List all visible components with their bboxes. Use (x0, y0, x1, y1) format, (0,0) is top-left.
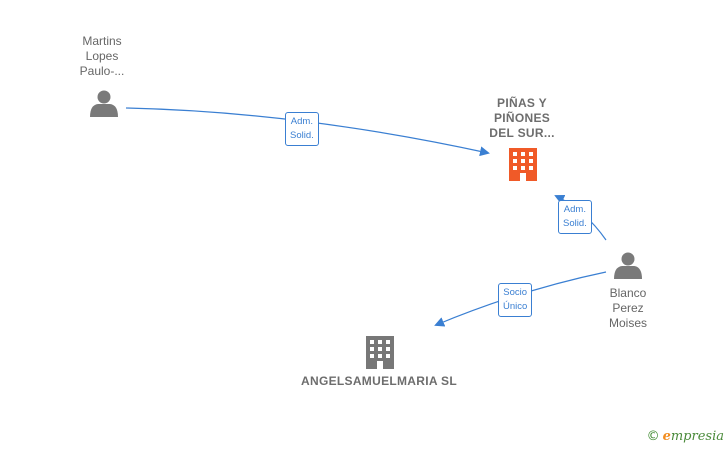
logo-text: mpresia (670, 429, 724, 444)
edge-label-adm-solid[interactable]: Adm. Solid. (558, 200, 592, 234)
name-line: PIÑONES (493, 111, 551, 125)
person-name-martins[interactable]: Martins Lopes Paulo-... (62, 34, 142, 79)
name-line: DEL SUR... (489, 126, 555, 140)
name-line: PIÑAS Y (497, 96, 547, 110)
building-icon[interactable] (509, 148, 537, 181)
edge-label-line: Adm. (290, 116, 313, 127)
name-line: Moises (608, 316, 647, 330)
edge-label-line: Adm. (563, 204, 586, 215)
edge-label-socio-unico[interactable]: Socio Único (498, 283, 533, 317)
empresia-logo[interactable]: ©empresia (647, 429, 724, 444)
name-line: Lopes (85, 49, 119, 63)
name-line: Paulo-... (79, 64, 125, 78)
logo-initial: e (662, 429, 671, 444)
company-name-pinas[interactable]: PIÑAS Y PIÑONES DEL SUR... (472, 96, 572, 141)
edge-label-line: Único (503, 301, 528, 312)
name-line: ANGELSAMUELMARIA SL (301, 374, 457, 388)
edge-label-line: Solid. (290, 130, 314, 141)
name-line: Perez (612, 301, 644, 315)
person-icon[interactable] (90, 90, 118, 118)
person-name-blanco[interactable]: Blanco Perez Moises (592, 286, 664, 331)
copyright-icon: © (646, 429, 660, 444)
name-line: Martins (82, 34, 122, 48)
person-icon[interactable] (614, 252, 642, 280)
building-icon[interactable] (366, 336, 394, 369)
company-name-angel[interactable]: ANGELSAMUELMARIA SL (290, 374, 468, 389)
edge-label-line: Solid. (563, 218, 587, 229)
edge-label-line: Socio (503, 287, 528, 298)
edge-label-adm-solid[interactable]: Adm. Solid. (285, 112, 319, 146)
name-line: Blanco (609, 286, 647, 300)
